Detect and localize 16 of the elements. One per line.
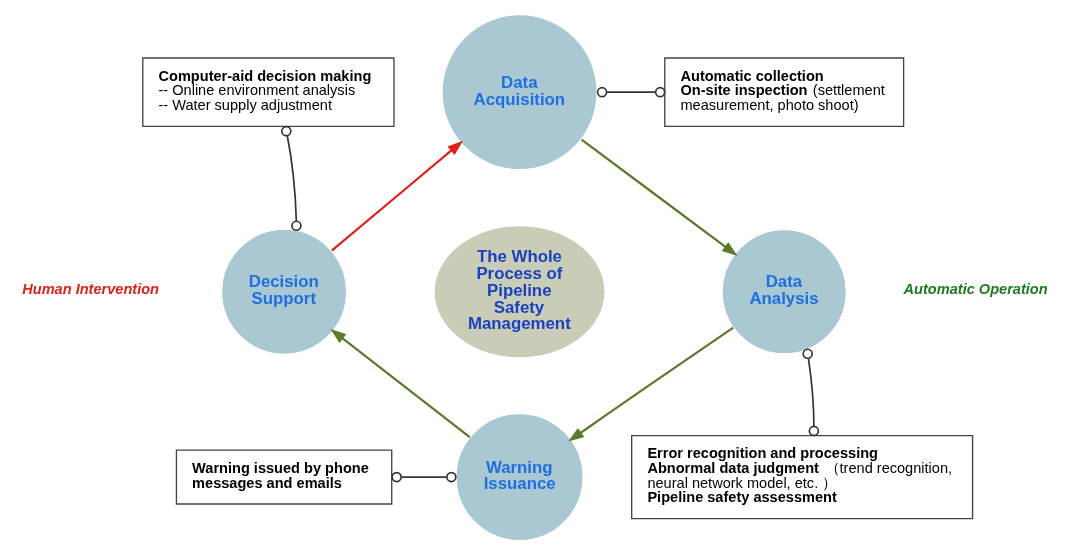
connector (596, 86, 666, 98)
node-ellipse: The Whole Process of Pipeline Safety Management (433, 224, 606, 358)
node-box: Automatic collection On-site inspection(settlement measurement, photo shoot) (664, 56, 905, 127)
arrow (580, 138, 738, 256)
arrow (568, 326, 734, 442)
arrow (331, 140, 464, 252)
node-box: Computer-aid decision making -- Online environment analysis -- Water supply adjustment (142, 56, 395, 127)
node-box: Warning issued by phone messages and emails (175, 449, 393, 505)
connector (802, 347, 820, 436)
label: Human Intervention (22, 280, 159, 297)
node-circle: Data Acquisition (441, 13, 598, 170)
connector (280, 125, 302, 231)
node-box: Error recognition and processing Abnormal data judgment（trend recognition, neural network model, etc. ） Pipeline safety assessment (631, 434, 974, 519)
label: Automatic Operation (903, 280, 1048, 297)
connector (391, 471, 457, 482)
arrow (330, 328, 471, 438)
